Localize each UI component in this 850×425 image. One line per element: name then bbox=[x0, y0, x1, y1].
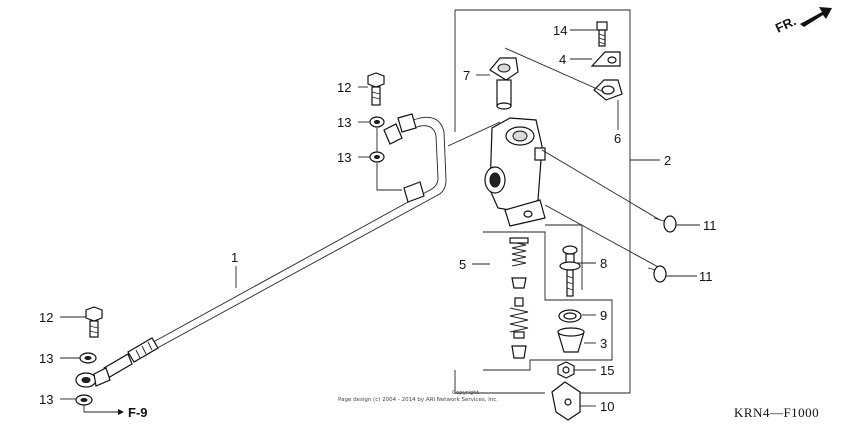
hose-lower-banjo-fitting bbox=[75, 367, 111, 388]
callout-3[interactable]: 3 bbox=[600, 336, 607, 351]
part-12-bolt-upper[interactable] bbox=[367, 72, 385, 106]
callout-14[interactable]: 14 bbox=[553, 23, 567, 38]
callout-8[interactable]: 8 bbox=[600, 256, 607, 271]
part-5-piston-cup[interactable] bbox=[511, 277, 527, 289]
callout-2[interactable]: 2 bbox=[664, 153, 671, 168]
part-9-circlip[interactable] bbox=[558, 309, 582, 323]
master-cylinder-body[interactable] bbox=[484, 117, 546, 227]
callout-10[interactable]: 10 bbox=[600, 399, 614, 414]
guide-line-hose-to-cylinder bbox=[447, 121, 501, 147]
assembly-outline bbox=[454, 9, 631, 394]
copyright-title: Copyright bbox=[452, 390, 480, 396]
callout-5[interactable]: 5 bbox=[459, 257, 466, 272]
part-13-washer-lower-2[interactable] bbox=[75, 394, 93, 406]
callout-7[interactable]: 7 bbox=[463, 68, 470, 83]
arrow-right-icon bbox=[118, 409, 124, 415]
callout-1[interactable]: 1 bbox=[231, 250, 238, 265]
copyright-line: Page design (c) 2004 - 2014 by ARI Netwo… bbox=[338, 397, 498, 403]
callout-9[interactable]: 9 bbox=[600, 308, 607, 323]
front-direction-indicator: FR. bbox=[773, 7, 832, 36]
ref-f9-arrow bbox=[83, 405, 124, 415]
part-5-spring[interactable] bbox=[509, 237, 529, 267]
part-8-pushrod[interactable] bbox=[559, 245, 581, 297]
part-4-reservoir-cap[interactable] bbox=[590, 51, 621, 67]
guide-line-7-6 bbox=[504, 47, 605, 93]
part-1-brake-hose[interactable] bbox=[103, 113, 447, 379]
part-13-washer-upper-1[interactable] bbox=[369, 116, 385, 128]
part-11-bolt-lower[interactable] bbox=[647, 265, 667, 283]
part-7-joint[interactable] bbox=[489, 57, 519, 110]
guide-line-to-11b bbox=[544, 204, 661, 269]
part-13-washer-upper-2[interactable] bbox=[369, 151, 385, 163]
part-11-bolt-upper[interactable] bbox=[653, 215, 677, 233]
ref-f9-label[interactable]: F-9 bbox=[128, 405, 148, 420]
callout-12-lower[interactable]: 12 bbox=[39, 310, 53, 325]
part-14-bolt[interactable] bbox=[596, 21, 608, 47]
guide-line-to-11a bbox=[541, 149, 661, 221]
part-12-bolt-lower[interactable] bbox=[85, 306, 103, 338]
part-5-piston[interactable] bbox=[509, 297, 529, 339]
callout-11-upper[interactable]: 11 bbox=[703, 218, 717, 233]
part-3-boot[interactable] bbox=[557, 327, 585, 353]
part-6-diaphragm[interactable] bbox=[593, 79, 623, 101]
callout-13-lower-2[interactable]: 13 bbox=[39, 392, 53, 407]
front-label: FR. bbox=[773, 13, 798, 35]
front-arrow-icon bbox=[800, 7, 832, 27]
piston-set-outline bbox=[483, 231, 613, 371]
part-15-nut[interactable] bbox=[557, 361, 575, 379]
callout-11-lower[interactable]: 11 bbox=[699, 269, 713, 284]
pushrod-outline bbox=[545, 224, 583, 290]
part-5-secondary-cup[interactable] bbox=[511, 345, 527, 359]
part-13-washer-lower-1[interactable] bbox=[79, 352, 97, 364]
callout-6[interactable]: 6 bbox=[614, 131, 621, 146]
callout-13-upper-1[interactable]: 13 bbox=[337, 115, 351, 130]
hose-upper-banjo-fitting bbox=[376, 123, 403, 191]
diagram-code: KRN4—F1000 bbox=[734, 405, 819, 420]
callout-4[interactable]: 4 bbox=[559, 52, 566, 67]
callout-13-lower-1[interactable]: 13 bbox=[39, 351, 53, 366]
callout-15[interactable]: 15 bbox=[600, 363, 614, 378]
callout-13-upper-2[interactable]: 13 bbox=[337, 150, 351, 165]
part-10-joint[interactable] bbox=[551, 381, 581, 421]
callout-12-upper[interactable]: 12 bbox=[337, 80, 351, 95]
